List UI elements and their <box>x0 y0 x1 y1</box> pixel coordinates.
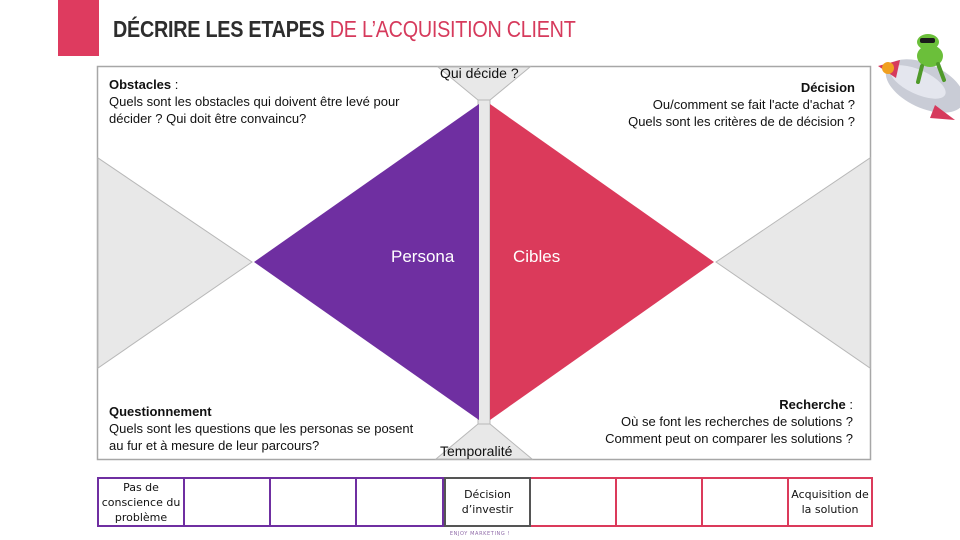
obstacles-heading: Obstacles <box>109 77 172 92</box>
decision-block: Décision Ou/comment se fait l'acte d'ach… <box>555 79 855 130</box>
timeline-cell-4 <box>357 477 444 527</box>
recherche-suffix: : <box>845 397 853 412</box>
right-grey-triangle <box>715 157 871 369</box>
questionnement-block: Questionnement Quels sont les questions … <box>109 403 449 454</box>
recherche-block: Recherche : Où se font les recherches de… <box>553 396 853 447</box>
questionnement-heading: Questionnement <box>109 404 212 419</box>
persona-label: Persona <box>391 247 455 266</box>
center-stem <box>477 99 491 425</box>
timeline-cell-decision: Décision d’investir <box>444 477 531 527</box>
decision-line-2: Quels sont les critères de de décision ? <box>628 114 855 129</box>
timeline-cell-2 <box>185 477 271 527</box>
obstacles-line-2: décider ? Qui doit être convaincu? <box>109 111 307 126</box>
decision-line-1: Ou/comment se fait l'acte d'achat ? <box>652 97 855 112</box>
obstacles-suffix: : <box>171 77 179 92</box>
accent-bar <box>58 0 99 56</box>
obstacles-block: Obstacles : Quels sont les obstacles qui… <box>109 76 439 127</box>
left-grey-triangle <box>97 157 253 369</box>
timeline: Pas de conscience du problème Décision d… <box>97 477 873 527</box>
recherche-heading: Recherche <box>779 397 846 412</box>
questionnement-line-2: au fur et à mesure de leur parcours? <box>109 438 320 453</box>
footer-brand: ENJOY MARKETING ! <box>449 531 511 537</box>
timeline-cell-6 <box>531 477 617 527</box>
frog-on-rocket-icon <box>878 34 960 120</box>
timeline-cell-8 <box>703 477 789 527</box>
recherche-line-1: Où se font les recherches de solutions ? <box>621 414 853 429</box>
cibles-triangle <box>490 104 714 420</box>
persona-triangle <box>254 104 479 420</box>
cibles-label: Cibles <box>513 247 561 266</box>
questionnement-line-1: Quels sont les questions que les persona… <box>109 421 414 436</box>
timeline-cell-3 <box>271 477 357 527</box>
decision-heading: Décision <box>800 80 855 95</box>
timeline-cell-7 <box>617 477 703 527</box>
top-axis-label: Qui décide ? <box>440 65 519 81</box>
recherche-line-2: Comment peut on comparer les solutions ? <box>605 431 853 446</box>
page-title: DÉCRIRE LES ETAPES DE L’ACQUISITION CLIE… <box>113 16 576 43</box>
timeline-cell-1: Pas de conscience du problème <box>97 477 185 527</box>
page-title-dark: DÉCRIRE LES ETAPES <box>113 16 325 42</box>
page-title-accent: DE L’ACQUISITION CLIENT <box>329 16 576 42</box>
bottom-axis-label: Temporalité <box>440 443 513 459</box>
timeline-cell-acquisition: Acquisition de la solution <box>789 477 873 527</box>
obstacles-line-1: Quels sont les obstacles qui doivent êtr… <box>109 94 400 109</box>
